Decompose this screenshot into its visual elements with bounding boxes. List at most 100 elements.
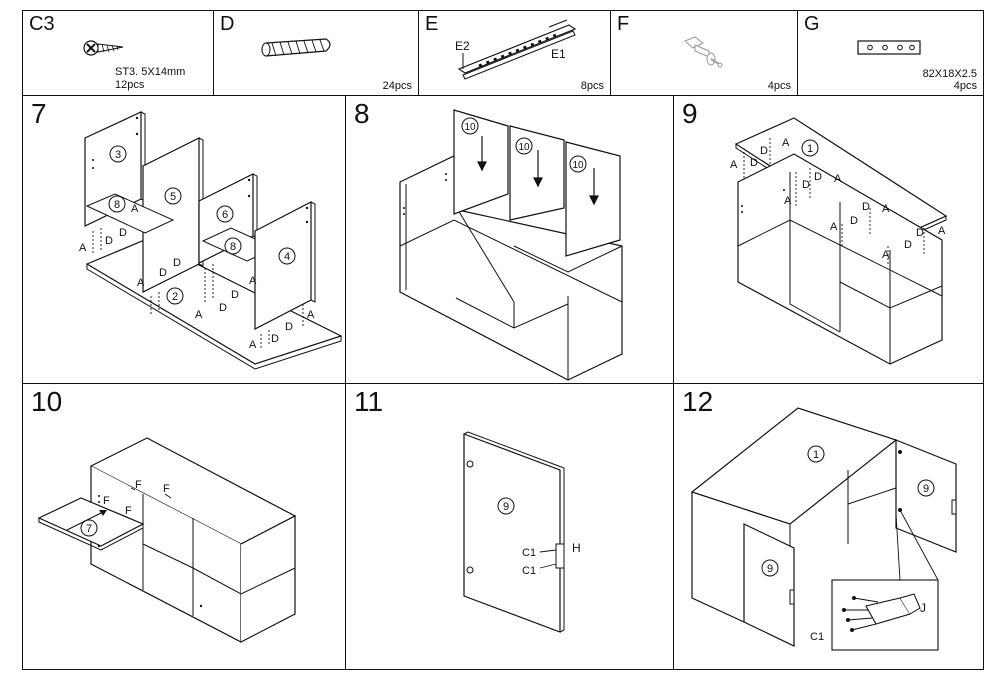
step-8-part-10-b: 10 [518,142,530,153]
step-7-part-4: 4 [284,251,290,263]
part-g-label: G [804,13,820,35]
step-9-label-a-3: A [784,195,792,207]
step-7-label-a-7: A [307,309,315,321]
step-9-label-a: A [730,159,738,171]
part-g-qty: 4pcs [953,80,977,92]
step-7-part-8-right: 8 [230,241,236,253]
step-9-label-d-8: D [916,227,924,239]
wooden-dowel-icon [261,38,331,57]
step-7-part-2: 2 [172,291,178,303]
part-g-size: 82X18X2.5 [922,68,977,80]
step-9-label-d-4: D [814,171,822,183]
part-c3-qty: 12pcs [115,79,145,91]
step-12-part-9-left: 9 [767,563,773,575]
step-10-label-f-2: F [163,483,170,495]
step-10-number: 10 [31,386,63,417]
step-11-panel: 11 9 C1 C1 H [345,383,674,670]
part-f-cell: F 4pcs [610,10,798,96]
step-12-number: 12 [682,386,714,417]
part-c3-label: C3 [29,13,55,35]
step-7-label-a-2: A [131,203,139,215]
step-8-illustration: 10 10 10 [399,109,623,381]
step-7-label-d-7: D [271,333,279,345]
drawer-slide-icon: E2 E1 [455,19,577,80]
step-9-part-1: 1 [807,143,813,155]
metal-bracket-icon [857,40,921,55]
step-9-label-a-7: A [882,249,890,261]
step-10-label-f-4: F [125,505,132,517]
step-11-illustration: 9 C1 C1 H [463,431,581,633]
part-e-cell: E E2 E1 8pcs [418,10,611,96]
step-7-label-d-6: D [231,289,239,301]
part-c3-spec: ST3. 5X14mm [115,66,185,78]
step-7-number: 7 [31,98,47,129]
part-d-qty: 24pcs [382,80,412,92]
step-7-label-d-8: D [285,321,293,333]
step-7-label-d-2: D [119,227,127,239]
step-9-panel: 9 A D D A A D [673,95,984,384]
step-9-label-d-3: D [802,179,810,191]
step-10-panel: 10 7 F F F F [22,383,346,670]
part-c3-size: ST3. 5X14mm [115,66,186,78]
step-9-label-a-5: A [830,221,838,233]
step-9-label-d-6: D [862,201,870,213]
step-7-label-a-3: A [137,277,145,289]
step-7-illustration: A D D A A D D A D D A A D D A 3 [79,111,343,370]
part-g-cell: G 82X18X2.5 4pcs [797,10,984,96]
step-7-label-a-4: A [195,309,203,321]
step-9-label-d-7: D [904,239,912,251]
part-e2-label: E2 [455,39,470,53]
step-9-label-a-4: A [834,173,842,185]
step-11-label-h: H [572,541,581,555]
step-7-label-a: A [79,242,87,254]
step-9-label-d: D [750,157,758,169]
step-11-label-c1: C1 [522,547,536,559]
step-9-illustration: A D D A A D D A A D D A A D D A 1 [730,117,948,365]
step-12-illustration: 9 9 1 J C1 [690,407,957,651]
step-7-panel: 7 [22,95,346,384]
step-8-part-10-a: 10 [464,122,476,133]
step-8-part-10-c: 10 [572,160,584,171]
part-g-qty-block: 82X18X2.5 4pcs [923,68,977,92]
part-e-label: E [425,13,439,35]
step-7-part-8: 8 [114,199,120,211]
step-8-panel: 8 10 10 [345,95,674,384]
step-12-part-1: 1 [813,449,819,461]
part-e-qty: 8pcs [580,80,604,92]
part-d-label: D [220,13,235,35]
screw-icon [83,40,124,56]
cam-lock-icon [684,36,723,68]
step-12-part-9-right: 9 [923,483,929,495]
step-7-part-6: 6 [222,209,228,221]
step-9-label-d-2: D [760,145,768,157]
step-8-number: 8 [354,98,370,129]
step-12-label-j: J [920,601,926,615]
step-12-label-c1: C1 [810,631,824,643]
step-9-label-a-8: A [938,225,946,237]
step-7-label-a-5: A [249,275,257,287]
step-9-label-a-2: A [782,137,790,149]
part-f-qty: 4pcs [767,80,791,92]
step-7-label-d-3: D [159,267,167,279]
part-e1-label: E1 [551,47,566,61]
step-7-part-3: 3 [115,149,121,161]
step-9-label-a-6: A [882,203,890,215]
step-7-label-d: D [105,235,113,247]
step-7-part-5: 5 [170,191,176,203]
part-f-label: F [617,13,630,35]
step-10-label-f-3: F [103,495,110,507]
step-10-part-7: 7 [86,523,92,535]
step-12-panel: 12 9 9 1 [673,383,984,670]
step-7-label-a-6: A [249,339,257,351]
step-10-illustration: 7 F F F F [37,437,297,643]
step-11-part-9: 9 [503,501,509,513]
step-7-label-d-4: D [173,257,181,269]
step-7-label-d-5: D [219,302,227,314]
part-d-cell: D 24pcs [213,10,419,96]
part-c3-cell: C3 ST3. 5X14mm 12pcs [22,10,214,96]
step-9-label-d-5: D [850,215,858,227]
step-10-label-f: F [135,479,142,491]
step-9-number: 9 [682,98,698,129]
step-11-number: 11 [354,386,384,417]
